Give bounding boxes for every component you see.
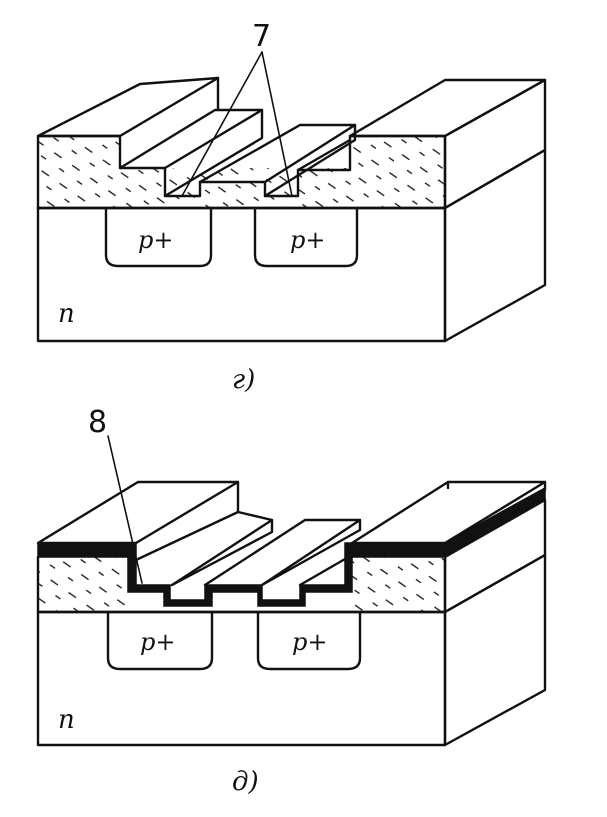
p-well-right-label-g: p+ [290,226,325,254]
metal-layer-left-d [37,542,129,558]
top-left-d [36,480,240,545]
callout-label-d: 8 [88,405,107,440]
oxide-front-mid-g [120,168,350,208]
metal-layer-right-d [351,542,446,558]
callout-label-g: 7 [252,19,271,54]
p-well-right-label-d: p+ [292,628,327,656]
oxide-top-left-g [36,76,220,138]
oxide-front-left-g [38,136,120,208]
p-well-left-d [106,610,214,671]
p-well-right-d [256,610,362,671]
substrate-label-d: n [58,705,75,735]
figure-g: 7 p+ p+ n г) [36,19,547,395]
oxide-front-right-d [352,557,445,612]
p-well-left-g [104,206,213,268]
oxide-front-left-d [38,557,128,612]
caption-g: г) [232,365,255,395]
substrate-front-d [36,610,447,747]
p-well-right-g [253,206,359,268]
p-well-left-label-g: p+ [138,226,173,254]
substrate-front-g [36,206,447,343]
substrate-label-g: n [58,299,75,329]
p-well-left-label-d: p+ [140,628,175,656]
caption-d: д) [232,767,259,797]
oxide-top-right-g [348,78,547,138]
figure-d: 8 p+ p+ n д) [36,405,547,797]
oxide-front-right-g [350,136,445,208]
